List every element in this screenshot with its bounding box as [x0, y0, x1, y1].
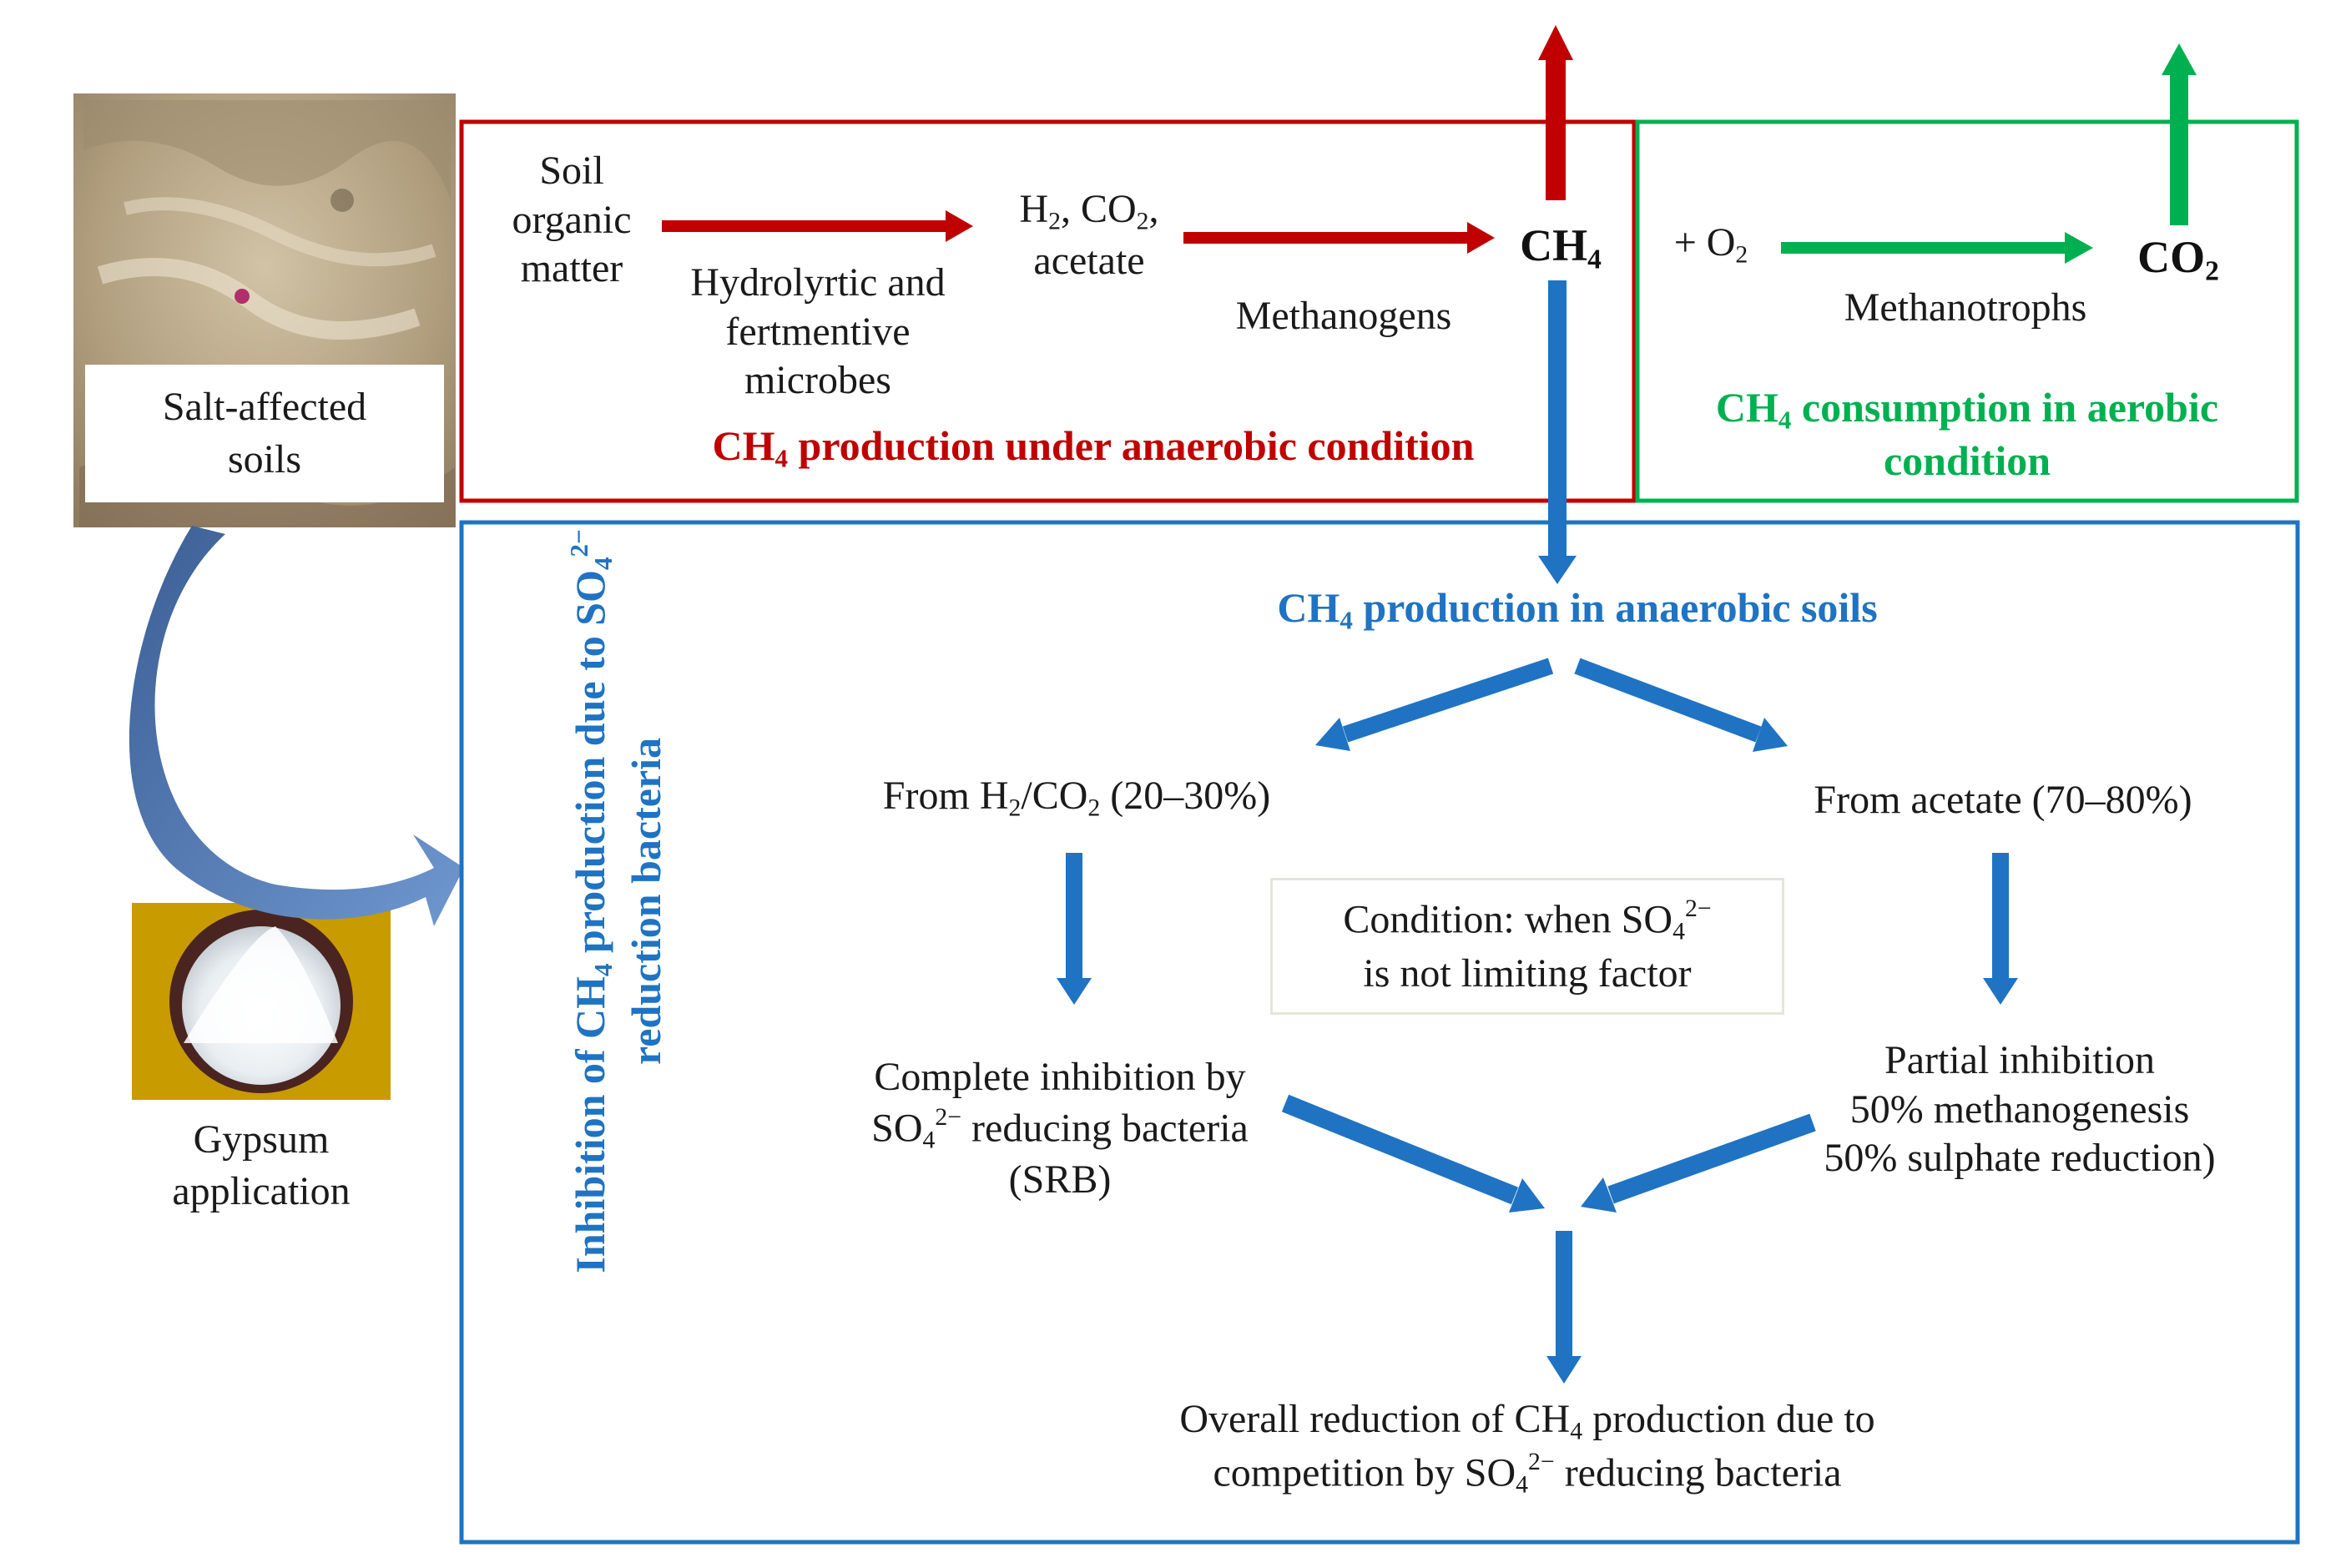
- anaerobic-box: [459, 119, 1637, 503]
- side-inhibition-label: Inhibition of CH4 production due to SO42…: [563, 529, 669, 1273]
- salt-affected-soils-label: Salt-affected soils: [85, 365, 444, 502]
- gypsum-label-line1: Gypsum: [193, 1117, 330, 1162]
- arrow-o2-to-co2: [1781, 232, 2093, 264]
- gypsum-application-label: Gypsum application: [132, 1103, 391, 1228]
- arrow-intermediates-to-ch4: [1183, 222, 1495, 254]
- soil-label-line1: Salt-affected: [162, 385, 367, 430]
- complete-inhibition: Complete inhibition by SO42− reducing ba…: [871, 1055, 1249, 1202]
- methanogens-label: Methanogens: [1235, 294, 1452, 338]
- gypsum-label-line2: application: [172, 1169, 351, 1213]
- co2-label: CO2: [2137, 232, 2219, 287]
- aerobic-box: [1635, 119, 2299, 503]
- h2-co2-branch: From H2/CO2 (20–30%): [882, 774, 1271, 822]
- arrow-overall-down: [1546, 1231, 1582, 1384]
- hydrolytic-microbes: Hydrolyrtic and fertmentive microbes: [690, 260, 946, 403]
- main-heading: CH4 production in anaerobic soils: [1277, 584, 1878, 635]
- arrow-split-left: [1315, 658, 1554, 751]
- curved-arrow: [129, 526, 465, 926]
- gypsum-photo: [132, 903, 391, 1100]
- arrow-acetate-down: [1983, 853, 2018, 1005]
- arrow-complete-converge: [1281, 1094, 1545, 1213]
- arrow-h2-down: [1057, 853, 1092, 1005]
- acetate-branch: From acetate (70–80%): [1814, 778, 2192, 822]
- overall-reduction: Overall reduction of CH4 production due …: [1179, 1397, 1875, 1499]
- arrow-partial-converge: [1581, 1113, 1816, 1213]
- soil-organic-matter: Soil organic matter: [512, 149, 632, 291]
- intermediates-label: H2, CO2, acetate: [1019, 187, 1159, 283]
- o2-label: + O2: [1673, 220, 1748, 269]
- arrow-ch4-down: [1538, 280, 1577, 584]
- arrow-co2-release-up: [2162, 43, 2197, 225]
- soil-label-line2: soils: [227, 436, 302, 481]
- anaerobic-caption: CH4 production under anaerobic condition: [712, 422, 1475, 473]
- condition-box: Condition: when SO42− is not limiting fa…: [1270, 878, 1784, 1015]
- aerobic-caption: CH4 consumption in aerobic condition: [1715, 384, 2219, 485]
- arrow-ch4-release-up: [1538, 25, 1573, 200]
- partial-inhibition: Partial inhibition 50% methanogenesis 50…: [1824, 1038, 2216, 1181]
- methanotrophs-label: Methanotrophs: [1844, 285, 2087, 330]
- main-box: [459, 520, 2300, 1545]
- ch4-label: CH4: [1520, 220, 1602, 275]
- arrow-split-right: [1574, 658, 1788, 752]
- arrow-organic-to-intermediates: [662, 210, 973, 242]
